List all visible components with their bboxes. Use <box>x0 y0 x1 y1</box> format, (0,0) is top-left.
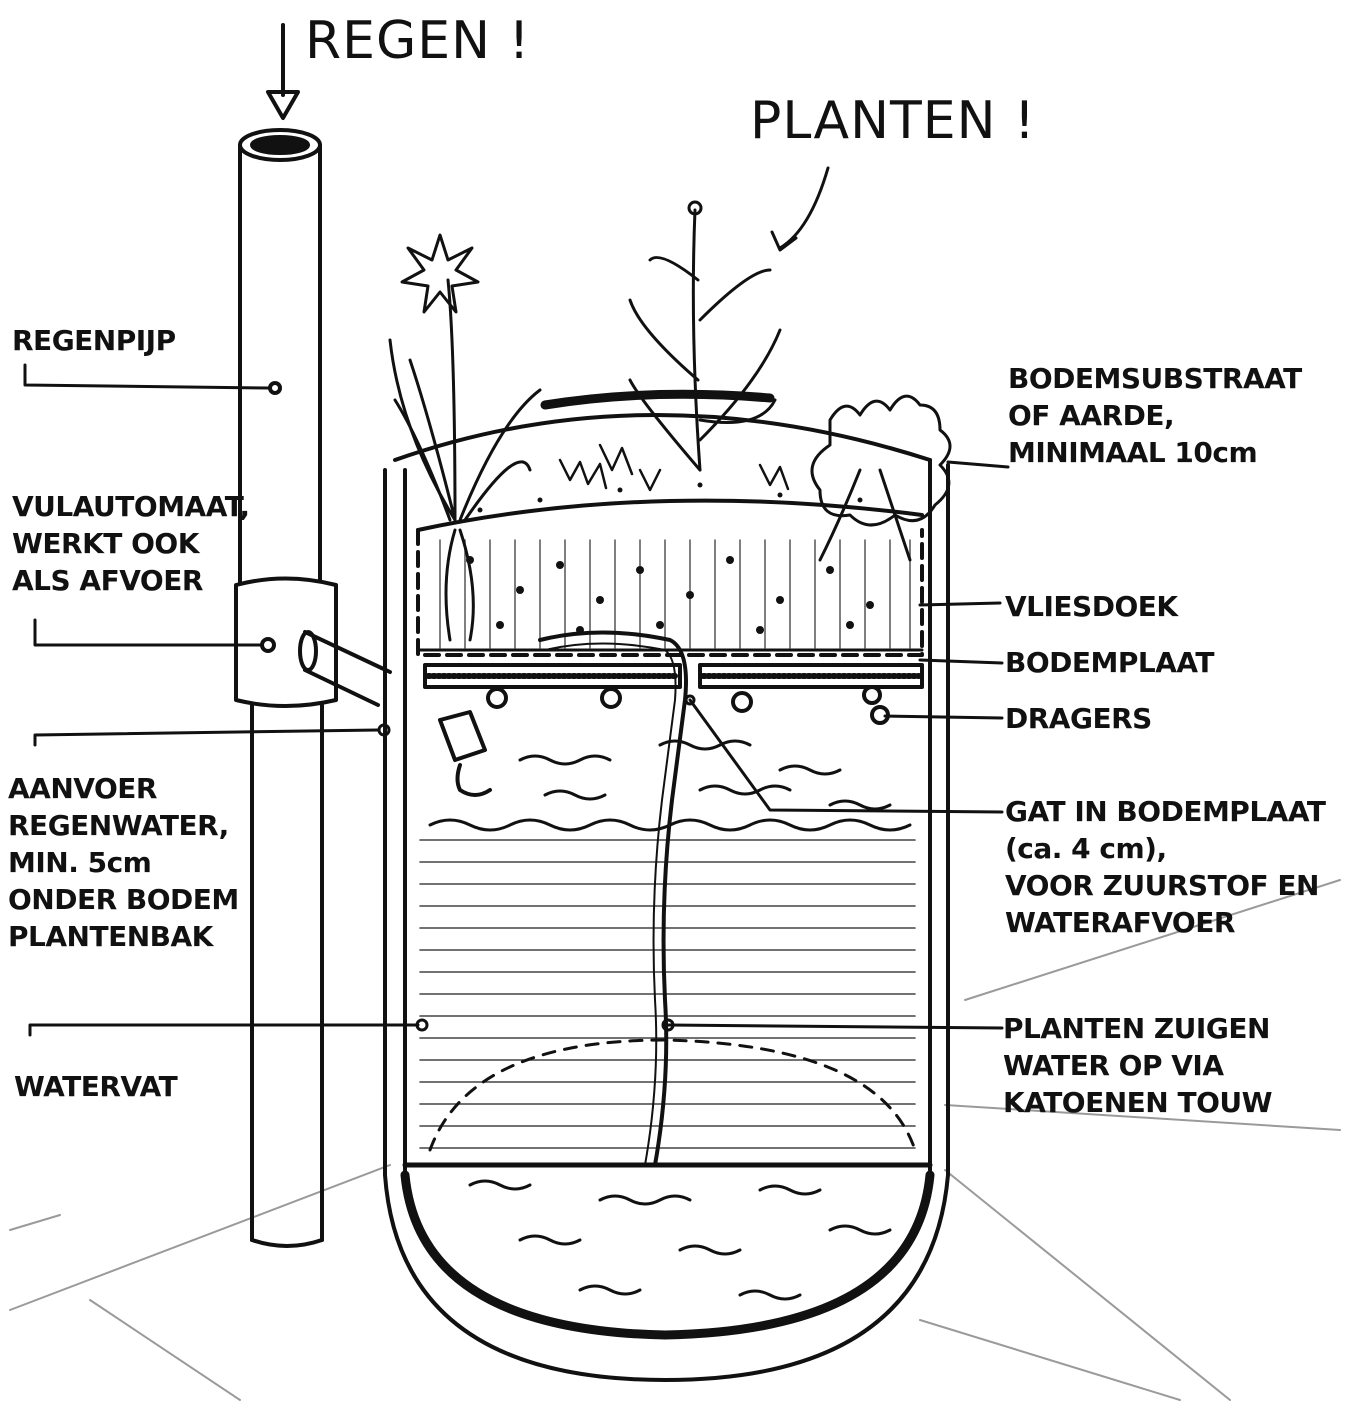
rain-arrow <box>268 25 298 118</box>
label-aanvoer-regenwater: AANVOER REGENWATER, MIN. 5cm ONDER BODEM… <box>8 770 239 955</box>
water-lines <box>420 840 915 1148</box>
label-bodemplaat: BODEMPLAAT <box>1005 644 1214 681</box>
label-watervat: WATERVAT <box>14 1068 177 1105</box>
ground-cover <box>560 445 788 490</box>
label-vulautomaat: VULAUTOMAAT, WERKT OOK ALS AFVOER <box>12 488 249 599</box>
leader-dots <box>379 696 694 1030</box>
fleece-lines <box>440 540 910 648</box>
floor-lines <box>10 880 1340 1400</box>
air-waves <box>470 741 890 1299</box>
plant-box <box>418 501 922 655</box>
label-planten-zuigen: PLANTEN ZUIGEN WATER OP VIA KATOENEN TOU… <box>1003 1010 1272 1121</box>
dashed-dome <box>430 1040 915 1150</box>
cotton-wick <box>540 633 686 1166</box>
downpipe <box>236 130 390 1246</box>
label-regen: REGEN ! <box>305 12 530 70</box>
inlet-spout <box>440 712 490 795</box>
label-dragers: DRAGERS <box>1005 700 1152 737</box>
label-gat-in-bodemplaat: GAT IN BODEMPLAAT (ca. 4 cm), VOOR ZUURS… <box>1005 793 1325 941</box>
label-vliesdoek: VLIESDOEK <box>1005 588 1178 625</box>
plant-middle <box>630 202 780 470</box>
label-planten: PLANTEN ! <box>750 92 1036 150</box>
label-bodemsubstraat: BODEMSUBSTRAAT OF AARDE, MINIMAAL 10cm <box>1008 360 1302 471</box>
label-regenpijp: REGENPIJP <box>12 322 176 359</box>
